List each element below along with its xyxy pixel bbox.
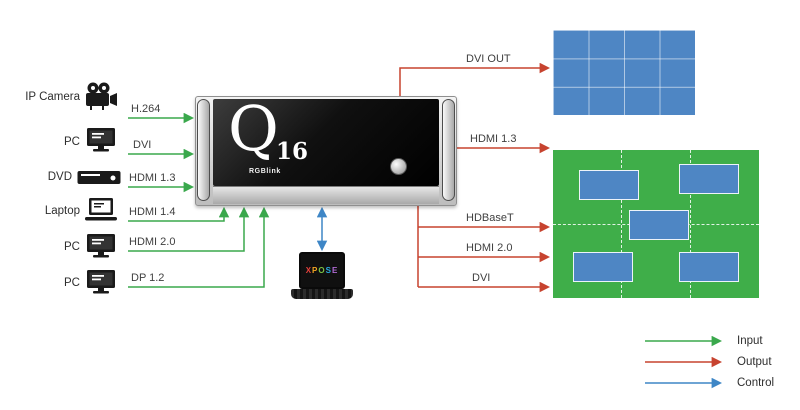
input-device-label: Laptop — [44, 205, 80, 217]
input-connection-label: HDMI 1.4 — [129, 206, 176, 218]
output-connection-label: HDBaseT — [466, 212, 514, 224]
input-connection-label: HDMI 2.0 — [129, 236, 176, 248]
input-connection-label: HDMI 1.3 — [129, 172, 176, 184]
legend-label-control: Control — [737, 377, 775, 389]
output-connection-label: HDMI 1.3 — [470, 133, 517, 145]
input-device-label: PC — [64, 136, 80, 148]
rack-handle-right — [442, 99, 455, 201]
led-wall-display — [553, 30, 695, 115]
input-device-label: PC — [64, 277, 80, 289]
input-connection-label: DVI — [133, 139, 152, 151]
processor-model-letter: Q — [228, 92, 279, 165]
control-laptop-base — [291, 289, 353, 299]
processor-bottom-strip — [213, 186, 439, 204]
dvd-player-icon — [77, 170, 121, 191]
xpose-logo: XPOSE — [305, 266, 339, 275]
output-connection-label: HDMI 2.0 — [466, 242, 513, 254]
processor-model-number: 16 — [276, 138, 309, 165]
laptop-icon — [83, 197, 119, 228]
rack-handle-left — [197, 99, 210, 201]
legend-label-input: Input — [737, 335, 763, 347]
video-wall-tile — [679, 252, 739, 282]
desktop-pc-icon — [86, 127, 116, 160]
input-connection-label: H.264 — [131, 103, 161, 115]
output-connection-label: DVI — [472, 272, 491, 284]
video-wall-tile — [629, 210, 689, 240]
desktop-pc-icon — [86, 233, 116, 266]
video-wall-display — [553, 150, 759, 298]
control-laptop-screen: XPOSE — [299, 252, 345, 289]
input-device-label: DVD — [47, 171, 72, 183]
desktop-pc-icon — [86, 269, 116, 302]
brand-logo: RGBlink — [249, 168, 281, 175]
input-device-label: PC — [64, 241, 80, 253]
video-wall-tile — [579, 170, 639, 200]
power-knob — [390, 158, 407, 175]
video-camera-icon — [84, 82, 118, 116]
output-connection-label: DVI OUT — [466, 53, 511, 65]
legend-label-output: Output — [737, 356, 772, 368]
video-wall-tile — [573, 252, 633, 282]
output-line-dvi-out — [399, 62, 551, 96]
video-wall-tile — [679, 164, 739, 194]
input-connection-label: DP 1.2 — [131, 272, 165, 284]
input-device-label: IP Camera — [25, 91, 80, 103]
